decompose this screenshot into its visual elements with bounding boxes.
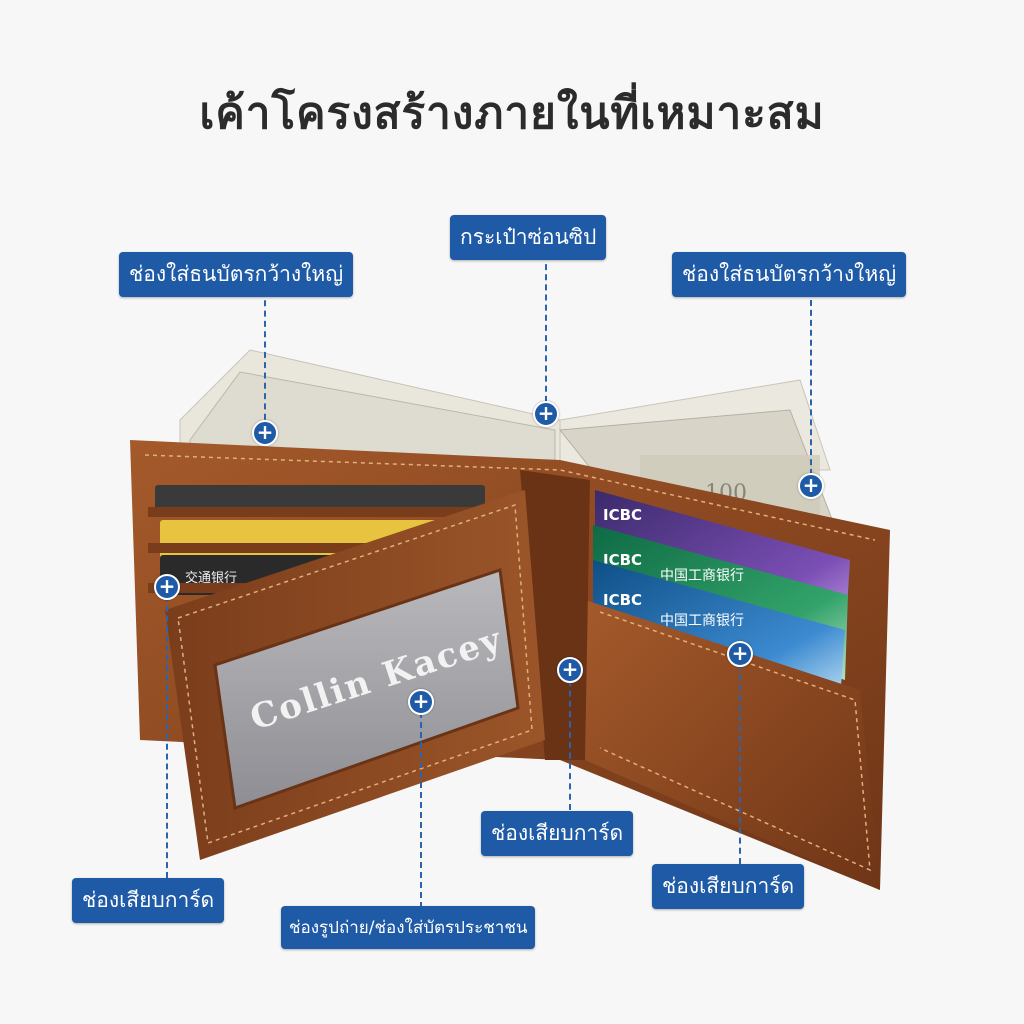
callout-card-slot-left: ช่องเสียบการ์ด <box>72 878 225 923</box>
plus-circle-icon[interactable]: + <box>533 401 559 427</box>
callout-photo-id-slot: ช่องรูปถ่าย/ช่องใส่บัตรประชาชน <box>281 906 536 949</box>
leader-line <box>264 290 266 430</box>
callout-wide-bill-right: ช่องใส่ธนบัตรกว้างใหญ่ <box>672 252 907 297</box>
svg-text:交通银行: 交通银行 <box>185 570 237 586</box>
svg-text:ICBC: ICBC <box>603 506 642 524</box>
svg-text:中国工商银行: 中国工商银行 <box>660 613 744 629</box>
svg-text:ICBC: ICBC <box>603 591 642 609</box>
leader-line <box>739 654 741 864</box>
leader-line <box>545 254 547 412</box>
callout-card-slot-center: ช่องเสียบการ์ด <box>481 811 634 856</box>
svg-text:中国工商银行: 中国工商银行 <box>660 568 744 584</box>
plus-circle-icon[interactable]: + <box>252 420 278 446</box>
plus-circle-icon[interactable]: + <box>798 473 824 499</box>
plus-circle-icon[interactable]: + <box>557 657 583 683</box>
page-title: เค้าโครงสร้างภายในที่เหมาะสม <box>199 88 825 139</box>
plus-circle-icon[interactable]: + <box>408 689 434 715</box>
plus-circle-icon[interactable]: + <box>154 574 180 600</box>
leader-line <box>420 702 422 908</box>
plus-circle-icon[interactable]: + <box>727 641 753 667</box>
callout-zip-pocket: กระเป๋าซ่อนซิป <box>450 215 607 260</box>
leader-line <box>569 670 571 810</box>
leader-line <box>810 290 812 485</box>
callout-card-slot-right: ช่องเสียบการ์ด <box>652 864 805 909</box>
leader-line <box>166 586 168 878</box>
right-card-slots: ICBC ICBC 中国工商银行 ICBC 中国工商银行 <box>585 490 880 890</box>
photo-flap: Collin Kacey <box>165 490 545 860</box>
callout-wide-bill-left: ช่องใส่ธนบัตรกว้างใหญ่ <box>119 252 354 297</box>
svg-text:ICBC: ICBC <box>603 551 642 569</box>
